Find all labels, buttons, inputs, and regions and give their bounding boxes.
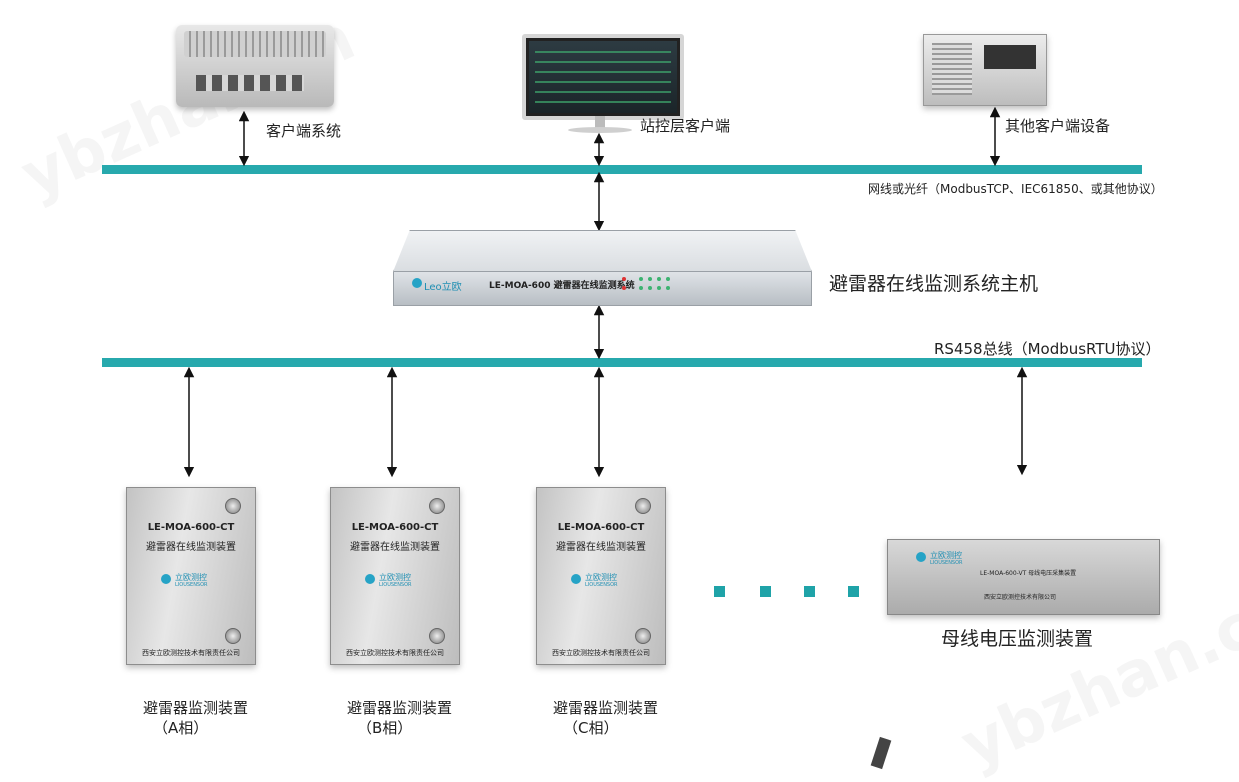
ellipsis-dot <box>804 586 815 597</box>
rack-server-image <box>923 34 1047 106</box>
network-bus <box>102 165 1142 174</box>
station-client-label: 站控层客户端 <box>640 117 731 135</box>
brand-logo-icon <box>365 574 375 584</box>
host-caption: 避雷器在线监测系统主机 <box>829 273 1039 295</box>
monitor-device-c: LE-MOA-600-CT 避雷器在线监测装置 立欧测控 LIOUSENSOR … <box>536 487 666 665</box>
host-logo: Leo立欧 <box>424 282 462 293</box>
station-monitor-image <box>522 34 684 120</box>
monitor-base <box>568 127 632 133</box>
other-client-label: 其他客户端设备 <box>1005 117 1111 135</box>
brand-logo-icon <box>916 552 926 562</box>
device-c-caption: 避雷器监测装置 <box>553 699 659 717</box>
ellipsis-dot <box>848 586 859 597</box>
host-unit-image: Leo立欧 LE-MOA-600 避雷器在线监测系统 <box>393 230 812 306</box>
monitor-stand <box>595 116 605 128</box>
device-a-caption: 避雷器监测装置 <box>143 699 249 717</box>
monitor-device-a: LE-MOA-600-CT 避雷器在线监测装置 立欧测控 LIOUSENSOR … <box>126 487 256 665</box>
bus-voltage-caption: 母线电压监测装置 <box>941 628 1094 650</box>
client-system-label: 客户端系统 <box>266 122 342 140</box>
network-note: 网线或光纤（ModbusTCP、IEC61850、或其他协议） <box>868 182 1163 196</box>
device-b-phase: （B相） <box>357 719 413 737</box>
connection-arrows <box>183 106 1028 478</box>
industrial-pc-image <box>176 25 334 107</box>
ellipsis-dot <box>760 586 771 597</box>
device-a-phase: （A相） <box>153 719 209 737</box>
rs485-bus <box>102 358 1142 367</box>
host-model: LE-MOA-600 避雷器在线监测系统 <box>489 281 635 291</box>
device-b-caption: 避雷器监测装置 <box>347 699 453 717</box>
brand-logo-icon <box>571 574 581 584</box>
brand-logo-icon <box>412 278 422 288</box>
ellipsis-dot <box>714 586 725 597</box>
device-c-phase: （C相） <box>563 719 619 737</box>
rs485-note: RS458总线（ModbusRTU协议） <box>934 340 1161 358</box>
brand-logo-icon <box>161 574 171 584</box>
monitor-device-b: LE-MOA-600-CT 避雷器在线监测装置 立欧测控 LIOUSENSOR … <box>330 487 460 665</box>
bus-voltage-unit-image: 立欧测控 LIOUSENSOR LE-MOA-600-VT 母线电压采集装置 西… <box>887 539 1160 615</box>
